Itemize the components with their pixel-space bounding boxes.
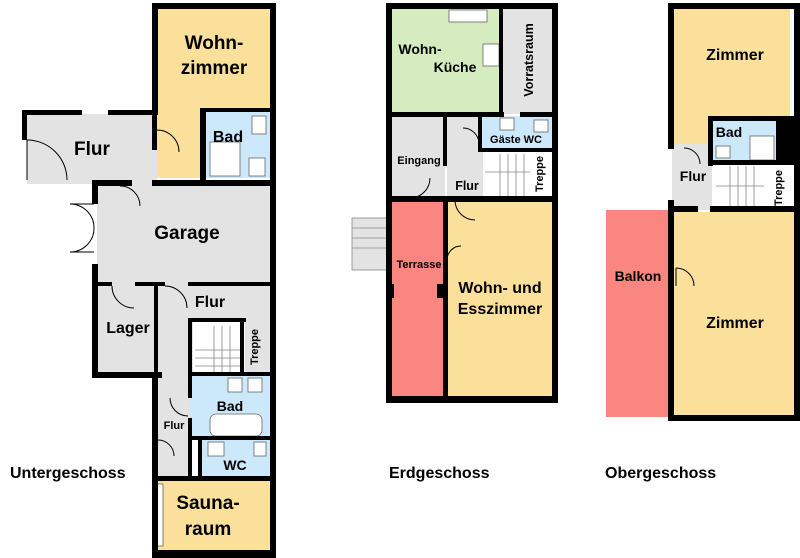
label-zimmer-og-top: Zimmer <box>706 47 764 64</box>
stairs-ug <box>195 326 243 372</box>
washbasin-ug <box>251 115 267 135</box>
label-flur-ug: Flur <box>74 139 110 160</box>
label-wohnesszimmer-2: Esszimmer <box>458 301 543 318</box>
doors-ug <box>26 129 189 457</box>
walls-ug <box>22 3 276 558</box>
room-eingang <box>391 116 445 200</box>
outside-stair-treads <box>352 227 388 249</box>
walls-og <box>668 3 800 421</box>
room-garage <box>97 184 270 284</box>
label-bad-ug-2: Bad <box>217 398 243 414</box>
room-vorratsraum <box>503 8 553 114</box>
caption-obergeschoss: Obergeschoss <box>605 465 716 482</box>
label-eingang: Eingang <box>397 155 440 167</box>
outside-stairs-eg <box>351 217 389 271</box>
label-wohnzimmer-2: zimmer <box>181 58 248 79</box>
basin-ug-wc <box>253 441 267 457</box>
label-garage: Garage <box>154 223 219 244</box>
floor-erdgeschoss: Wohn- Küche Vorratsraum Gäste WC Eingang… <box>351 3 558 482</box>
windows-eg <box>389 18 555 401</box>
label-wohnzimmer-1: Wohn- <box>185 33 244 54</box>
label-flur-ug-3: Flur <box>164 420 185 432</box>
room-flur-og <box>672 144 712 210</box>
room-wohnesszimmer <box>447 200 553 400</box>
room-zimmer-og-bottom <box>672 212 798 418</box>
room-saunaraum <box>157 479 270 551</box>
label-wohnkueche-2: Küche <box>434 59 477 75</box>
room-treppe-eg <box>483 152 553 198</box>
doors-og <box>675 147 701 287</box>
room-lager <box>97 284 157 374</box>
label-terrasse: Terrasse <box>396 259 441 271</box>
windows-ug <box>93 18 155 540</box>
basin-eg <box>533 119 549 133</box>
label-gaeste-wc: Gäste WC <box>490 134 542 146</box>
toilet-ug-wc <box>207 441 225 457</box>
toilet-ug <box>248 157 266 177</box>
label-lager: Lager <box>106 320 150 337</box>
label-zimmer-og-bottom: Zimmer <box>706 315 764 332</box>
basin-og <box>715 145 731 159</box>
label-sauna-2: raum <box>185 519 231 540</box>
room-balkon <box>606 210 670 417</box>
washbasin-ug-2 <box>227 377 243 393</box>
room-treppe-ug <box>193 322 245 372</box>
washbasin-ug-3 <box>247 377 263 393</box>
label-wohnkueche-1: Wohn- <box>398 41 442 57</box>
label-flur-ug-2: Flur <box>195 294 225 311</box>
label-wohnesszimmer-1: Wohn- und <box>458 280 541 297</box>
label-treppe-og: Treppe <box>773 170 785 206</box>
label-treppe-eg: Treppe <box>534 156 546 192</box>
label-flur-eg: Flur <box>455 179 479 193</box>
stairs-og <box>716 166 764 208</box>
stairs-eg <box>485 154 530 196</box>
caption-erdgeschoss: Erdgeschoss <box>389 465 490 482</box>
shower-ug <box>209 141 241 177</box>
caption-untergeschoss: Untergeschoss <box>10 465 126 482</box>
doors-eg <box>409 127 480 261</box>
label-bad-og: Bad <box>716 124 742 140</box>
label-sauna-1: Sauna- <box>176 493 239 514</box>
label-flur-og: Flur <box>680 168 707 184</box>
room-flur-ug-small <box>157 374 190 479</box>
bathtub-ug <box>209 413 263 437</box>
label-wc-ug: WC <box>223 457 246 473</box>
label-balkon: Balkon <box>615 268 662 284</box>
room-terrasse <box>391 200 445 400</box>
kitchen-counter <box>448 9 488 23</box>
label-vorratsraum: Vorratsraum <box>522 23 536 96</box>
shower-og <box>749 135 775 161</box>
toilet-eg <box>499 117 515 131</box>
room-treppe-og <box>714 164 790 210</box>
floor-obergeschoss: Zimmer Bad Flur Treppe Balkon Zimmer Obe… <box>605 3 800 482</box>
floor-untergeschoss: Wohn- zimmer Bad Flur Garage Lager Flur … <box>10 3 276 558</box>
cooktop <box>482 43 500 67</box>
label-bad-ug: Bad <box>213 129 243 146</box>
room-flur-ug-top <box>27 114 157 184</box>
label-treppe-ug: Treppe <box>249 329 261 365</box>
